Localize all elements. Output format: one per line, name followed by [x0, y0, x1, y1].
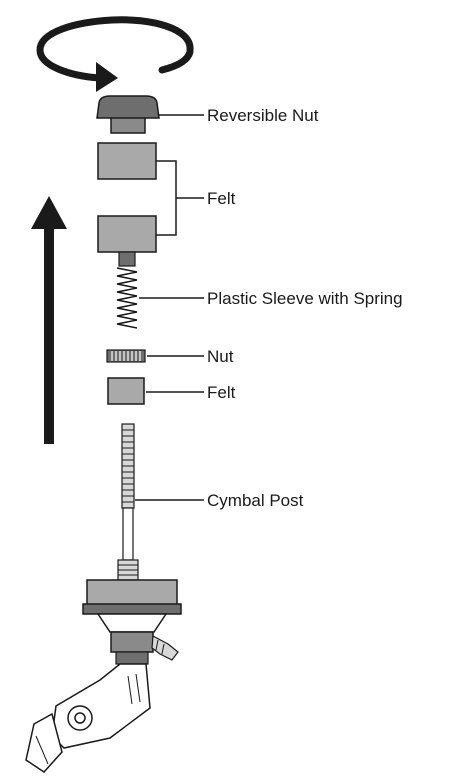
nut-part [107, 350, 145, 362]
felt-bracket [156, 161, 204, 235]
reversible-nut-part [97, 96, 159, 133]
label-cymbal-post: Cymbal Post [207, 491, 304, 510]
up-arrow-icon [31, 196, 67, 444]
label-nut: Nut [207, 347, 234, 366]
cymbal-stand-tilter [26, 580, 181, 772]
felt-top-part [98, 143, 156, 179]
label-reversible-nut: Reversible Nut [207, 106, 319, 125]
plastic-sleeve-spring-part [117, 252, 137, 328]
felt-middle-part [98, 216, 156, 252]
label-felt-bottom: Felt [207, 383, 236, 402]
felt-bottom-part [108, 378, 144, 404]
label-plastic-sleeve-spring: Plastic Sleeve with Spring [207, 289, 403, 308]
label-felt-top: Felt [207, 189, 236, 208]
cymbal-post-part [118, 424, 138, 580]
rotation-arrow-icon [40, 20, 190, 92]
